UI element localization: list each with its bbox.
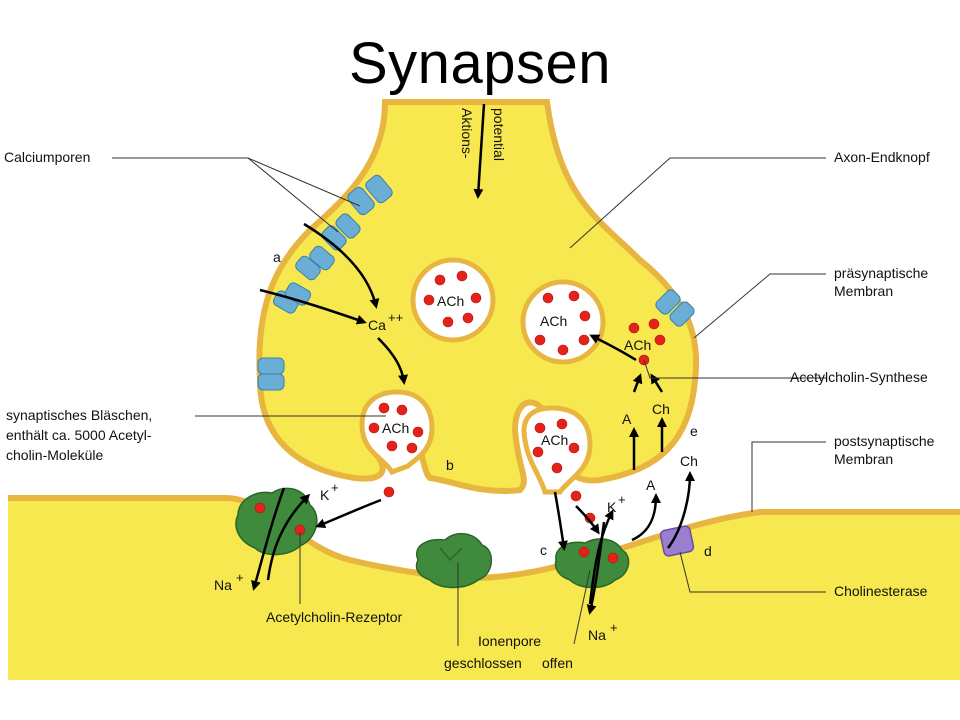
aktionspotential-label: Aktions- <box>459 108 475 159</box>
synaptic-vesicle-fusing: ACh <box>521 405 593 495</box>
label-praesynaptische-membran: präsynaptische <box>834 265 928 281</box>
acetylcholin-receptor-closed <box>415 533 492 589</box>
label-geschlossen: geschlossen <box>444 655 522 671</box>
ach-label: ACh <box>540 313 567 329</box>
acetylcholin-receptor-open <box>554 538 630 589</box>
cholinesterase-enzyme <box>659 525 695 557</box>
k-sup: + <box>331 480 339 495</box>
ach-molecule <box>383 486 395 498</box>
aktionspotential-arrow <box>473 103 486 199</box>
page-title: Synapsen <box>349 31 611 96</box>
a-precursor-label: A <box>646 477 656 493</box>
label-praesynaptische-membran-2: Membran <box>834 283 893 299</box>
ch-precursor-label: Ch <box>680 453 698 469</box>
ach-label: ACh <box>382 420 409 436</box>
k-label: K <box>607 499 617 515</box>
na-label: Na <box>588 627 606 643</box>
ch-precursor-label: Ch <box>652 401 670 417</box>
ach-label: ACh <box>624 337 651 353</box>
calcium-channel <box>347 174 393 216</box>
label-cholinesterase: Cholinesterase <box>834 583 928 599</box>
ach-synthesis-cluster: ACh <box>624 318 666 366</box>
ca-sup: ++ <box>388 310 403 325</box>
marker-c: c <box>540 542 547 558</box>
synaptic-vesicle-docked: ACh <box>359 389 435 476</box>
synaptic-vesicle: ACh <box>410 257 496 343</box>
marker-d: d <box>704 543 712 559</box>
postsynaptic-cell <box>8 498 960 680</box>
label-synaptisches-blaeschen: synaptisches Bläschen, <box>6 407 152 423</box>
marker-e: e <box>690 423 698 439</box>
aktionspotential-label-2: potential <box>491 108 507 161</box>
marker-a: a <box>273 249 281 265</box>
na-sup: + <box>610 620 618 635</box>
calcium-channel <box>655 289 695 327</box>
label-acetylcholin-synthese: Acetylcholin-Synthese <box>790 369 928 385</box>
calcium-channel <box>257 357 285 391</box>
label-synaptisches-blaeschen-2: enthält ca. 5000 Acetyl- <box>6 427 152 443</box>
label-postsynaptische-membran-2: Membran <box>834 451 893 467</box>
label-axon-endknopf: Axon-Endknopf <box>834 149 930 165</box>
k-label: K <box>320 487 330 503</box>
ach-label: ACh <box>541 432 568 448</box>
label-offen: offen <box>542 655 573 671</box>
synaptic-vesicle: ACh <box>520 279 606 365</box>
k-sup: + <box>618 492 626 507</box>
label-synaptisches-blaeschen-3: cholin-Moleküle <box>6 447 103 463</box>
label-postsynaptische-membran: postsynaptische <box>834 433 935 449</box>
label-ionenpore: Ionenpore <box>478 633 541 649</box>
na-label: Na <box>214 577 232 593</box>
ca-label: Ca <box>368 317 386 333</box>
label-acetylcholin-rezeptor: Acetylcholin-Rezeptor <box>266 609 403 625</box>
ach-label: ACh <box>437 293 464 309</box>
na-sup: + <box>236 570 244 585</box>
label-calciumporen: Calciumporen <box>4 149 90 165</box>
calcium-channel <box>295 245 335 281</box>
marker-b: b <box>446 457 454 473</box>
ach-molecule <box>570 490 582 502</box>
calcium-channel <box>321 213 361 251</box>
a-precursor-label: A <box>622 411 632 427</box>
